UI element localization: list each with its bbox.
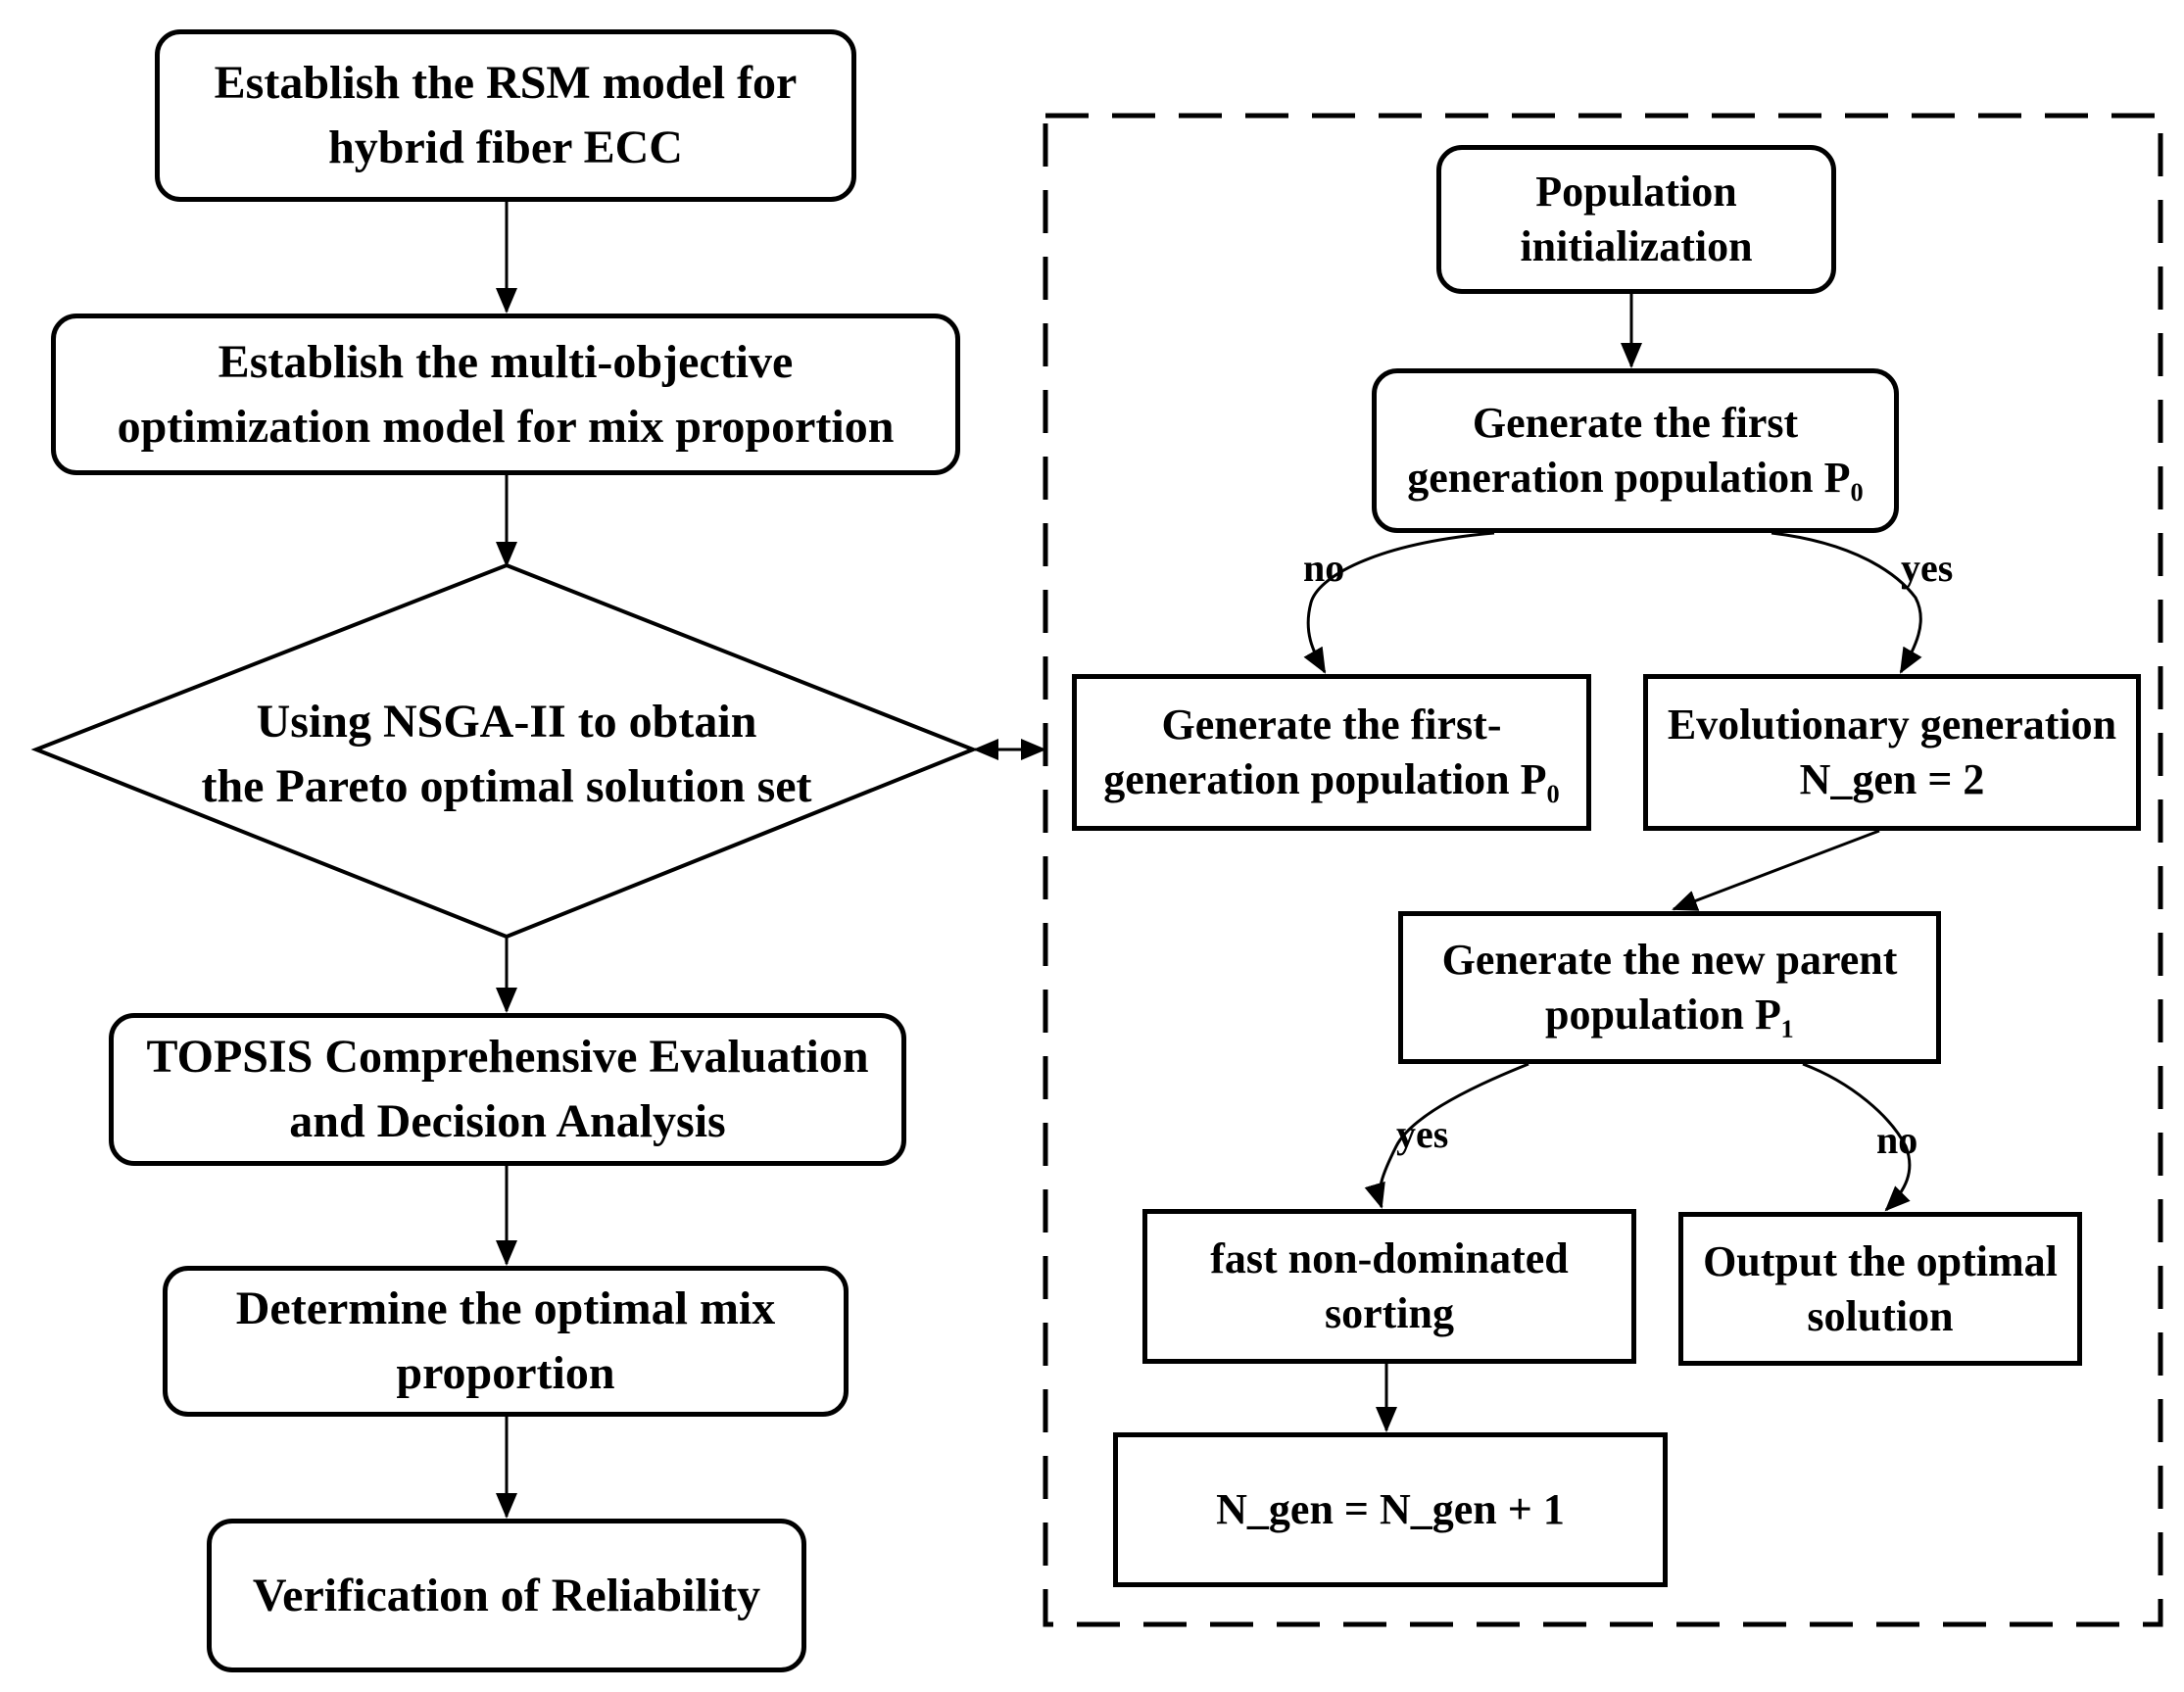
node-topsis: TOPSIS Comprehensive Evaluation and Deci… [109, 1013, 906, 1166]
node-evolutionary-generation: Evolutionary generation N_gen = 2 [1643, 674, 2141, 831]
arrow-evolutionary-to-new-parent [1672, 829, 1880, 911]
node-increment-label: N_gen = N_gen + 1 [1216, 1485, 1565, 1533]
node-multi-objective-model: Establish the multi-objective optimizati… [51, 314, 960, 475]
arrow-first-gen-no-branch [1303, 531, 1495, 674]
node-evolutionary-generation-label: Evolutionary generation N_gen = 2 [1667, 701, 2117, 803]
node-population-init: Population initialization [1436, 145, 1836, 294]
node-new-parent: Generate the new parent population P₁ [1398, 911, 1941, 1064]
node-fast-sorting: fast non-dominated sorting [1142, 1209, 1636, 1364]
node-output-optimal: Output the optimal solution [1678, 1212, 2082, 1366]
node-new-parent-label: Generate the new parent population P₁ [1441, 936, 1898, 1039]
arrow-new-parent-yes-branch [1364, 1062, 1529, 1209]
node-optimal-mix: Determine the optimal mix proportion [163, 1266, 849, 1417]
node-verification: Verification of Reliability [207, 1519, 806, 1672]
arrow-new-parent-no-branch [1802, 1062, 1912, 1212]
node-optimal-mix-label: Determine the optimal mix proportion [235, 1282, 776, 1399]
nsga-detail-container [1043, 113, 2163, 1627]
node-verification-label: Verification of Reliability [252, 1569, 761, 1621]
node-first-generation-alt-label: Generate the first- generation populatio… [1103, 701, 1560, 803]
node-multi-objective-model-label: Establish the multi-objective optimizati… [117, 335, 895, 453]
edge-label-branch2-yes: yes [1396, 1112, 1449, 1156]
node-output-optimal-label: Output the optimal solution [1703, 1236, 2058, 1340]
node-first-generation: Generate the first generation population… [1372, 368, 1899, 533]
node-rsm-model: Establish the RSM model for hybrid fiber… [155, 29, 856, 202]
node-population-init-label: Population initialization [1520, 168, 1753, 270]
edge-label-branch1-no: no [1303, 546, 1345, 590]
nsga-decision-label: Using NSGA-II to obtain the Pareto optim… [201, 696, 812, 812]
node-first-generation-alt: Generate the first- generation populatio… [1072, 674, 1591, 831]
edge-label-branch1-yes: yes [1901, 546, 1954, 590]
arrow-first-gen-yes-branch [1771, 531, 1922, 674]
node-fast-sorting-label: fast non-dominated sorting [1210, 1234, 1569, 1337]
node-rsm-model-label: Establish the RSM model for hybrid fiber… [214, 57, 798, 173]
node-increment: N_gen = N_gen + 1 [1113, 1432, 1668, 1587]
node-topsis-label: TOPSIS Comprehensive Evaluation and Deci… [146, 1031, 869, 1147]
node-first-generation-label: Generate the first generation population… [1407, 399, 1864, 502]
edge-label-branch2-no: no [1876, 1118, 1918, 1162]
